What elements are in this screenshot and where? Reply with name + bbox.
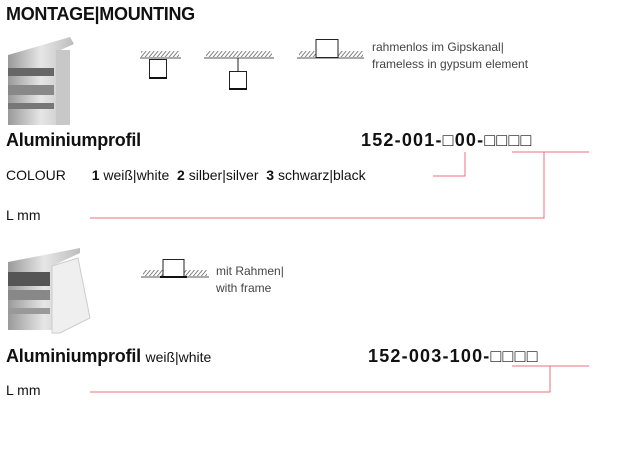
colour-1-num: 1 bbox=[91, 167, 100, 183]
aluminium-profile-image-2 bbox=[8, 248, 91, 334]
product-name-2: Aluminiumprofil bbox=[6, 346, 141, 366]
leader-lines-2 bbox=[90, 365, 589, 393]
colour-3-label: schwarz|black bbox=[277, 167, 366, 183]
mount-note-2-line1: mit Rahmen| bbox=[216, 264, 284, 278]
colour-row: COLOUR 1 weiß|white 2 silber|silver 3 sc… bbox=[6, 167, 366, 183]
mount-note-2-line2: with frame bbox=[216, 281, 272, 295]
recessed-frame-icon bbox=[141, 259, 209, 278]
product-name-2-row: Aluminiumprofil weiß|white bbox=[6, 346, 211, 367]
surface-mount-icon bbox=[140, 51, 181, 79]
colour-2-num: 2 bbox=[177, 167, 185, 183]
pendant-mount-icon bbox=[204, 51, 274, 90]
recessed-frameless-icon bbox=[297, 39, 364, 59]
leader-lines-1 bbox=[90, 151, 589, 219]
page-title: MONTAGE|MOUNTING bbox=[6, 4, 195, 24]
colour-3-num: 3 bbox=[266, 167, 275, 183]
product-name-1: Aluminiumprofil bbox=[6, 130, 141, 150]
article-code-2: 152-003-100-□□□□ bbox=[368, 346, 539, 366]
article-code-1: 152-001-□00-□□□□ bbox=[361, 130, 533, 150]
mount-note-2: mit Rahmen| with frame bbox=[216, 263, 284, 297]
length-label-2: L mm bbox=[6, 382, 41, 398]
colour-label: COLOUR bbox=[6, 167, 66, 183]
mount-note-1: rahmenlos im Gipskanal| frameless in gyp… bbox=[372, 39, 528, 73]
colour-1-label: weiß|white bbox=[103, 167, 170, 183]
colour-2-label: silber|silver bbox=[188, 167, 259, 183]
product-colour-2: weiß|white bbox=[145, 349, 212, 365]
mount-note-1-line2: frameless in gypsum element bbox=[372, 57, 529, 71]
aluminium-profile-image-1 bbox=[8, 37, 74, 125]
mount-note-1-line1: rahmenlos im Gipskanal| bbox=[372, 40, 504, 54]
length-label-1: L mm bbox=[6, 207, 41, 223]
